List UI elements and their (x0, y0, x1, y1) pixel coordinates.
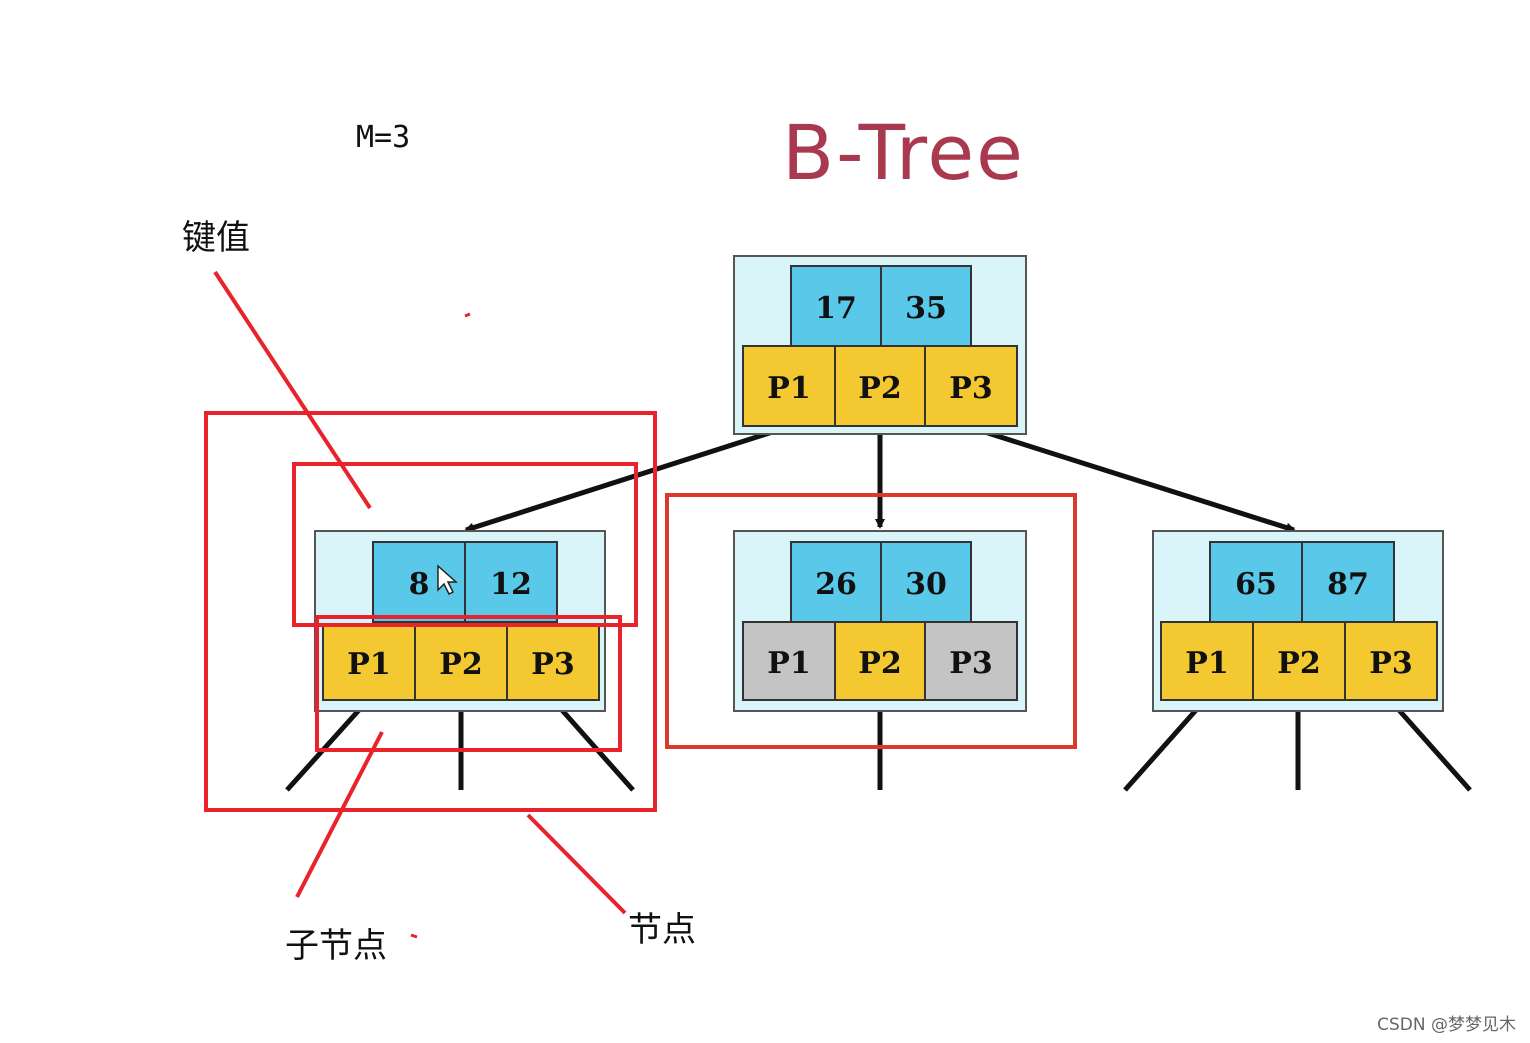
edge-right-p3-down (1388, 698, 1472, 792)
edge-left-p3-down (551, 698, 635, 792)
root-pointer-cell-3 (924, 345, 1018, 427)
edge-root-to-left (464, 425, 786, 533)
right-pointer-cell-1 (1160, 621, 1254, 701)
key-value-label: 键值 (182, 218, 250, 258)
red-annotations (204, 270, 1077, 939)
right-child-node: 65 87 P1 P2 P3 (1152, 530, 1444, 712)
left-pointer-cell-2 (414, 623, 508, 701)
key-highlight-box (292, 462, 638, 627)
root-pointer-1: P1 (767, 371, 810, 406)
root-key-2: 35 (905, 291, 947, 326)
right-pointer-1: P1 (1185, 646, 1228, 681)
middle-node-highlight-box (665, 493, 1077, 749)
right-key-2: 87 (1327, 567, 1369, 602)
key-callout-line (213, 270, 372, 510)
middle-pointer-2: P2 (858, 646, 901, 681)
middle-pointer-1: P1 (767, 646, 810, 681)
ink-dot-1 (464, 312, 471, 318)
left-pointer-3: P3 (531, 647, 574, 682)
left-key-1: 8 (409, 567, 430, 602)
pointer-highlight-box (315, 615, 622, 752)
ink-dot-2 (410, 933, 418, 939)
diagram-title: B-Tree (782, 108, 1025, 197)
left-pointer-1: P1 (347, 647, 390, 682)
left-child-node: 8 12 P1 P2 P3 (314, 530, 606, 712)
root-pointer-2: P2 (858, 371, 901, 406)
left-pointer-cell-3 (506, 623, 600, 701)
root-node: 17 35 P1 P2 P3 (733, 255, 1027, 435)
right-pointer-2: P2 (1277, 646, 1320, 681)
left-key-2: 12 (490, 567, 532, 602)
right-pointer-cell-3 (1344, 621, 1438, 701)
root-key-cell-2 (880, 265, 972, 347)
root-key-1: 17 (815, 291, 857, 326)
m-order-label: M=3 (356, 120, 411, 155)
node-label: 节点 (628, 910, 696, 950)
mouse-cursor-icon (437, 564, 458, 596)
edge-root-to-right (971, 425, 1296, 533)
node-callout-line (526, 813, 627, 915)
right-pointer-3: P3 (1369, 646, 1412, 681)
right-key-1: 65 (1235, 567, 1277, 602)
edge-left-p1-down (285, 698, 370, 792)
child-node-label: 子节点 (285, 926, 387, 966)
middle-key-1: 26 (815, 567, 857, 602)
middle-child-node: 26 30 P1 P2 P3 (733, 530, 1027, 712)
left-key-cell-2 (464, 541, 558, 623)
middle-pointer-cell-2 (834, 621, 926, 701)
middle-pointer-3: P3 (949, 646, 992, 681)
watermark: CSDN @梦梦见木 (1377, 1015, 1516, 1035)
node-highlight-box (204, 411, 657, 812)
root-pointer-3: P3 (949, 371, 992, 406)
child-callout-line (295, 731, 384, 898)
middle-pointer-cell-1 (742, 621, 836, 701)
middle-pointer-cell-3 (924, 621, 1018, 701)
middle-key-2: 30 (905, 567, 947, 602)
edge-right-p1-down (1123, 698, 1207, 792)
left-pointer-2: P2 (439, 647, 482, 682)
